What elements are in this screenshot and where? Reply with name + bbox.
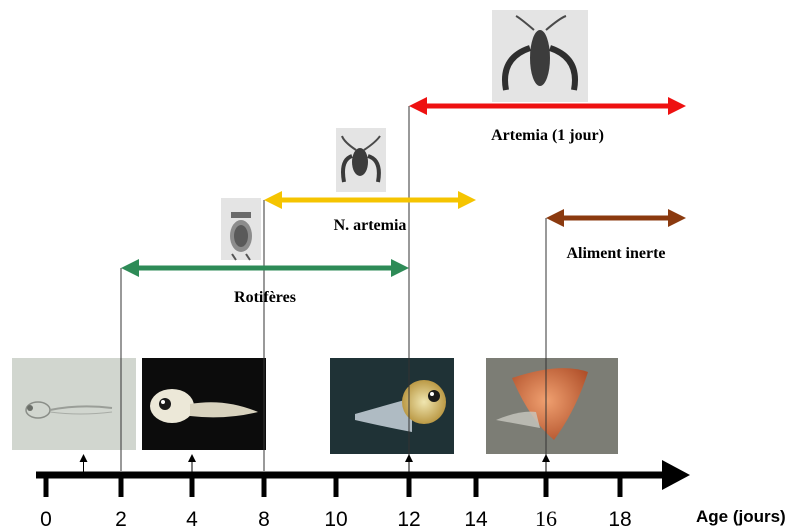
axis-tick-label-16: 16 [535, 506, 557, 531]
feed-arrowhead-end-inerte [668, 209, 686, 227]
axis-arrowhead [662, 460, 690, 490]
pointer-head-larva-photo-day-12 [405, 454, 413, 462]
nauplius-icon [336, 128, 386, 192]
axis-tick-label-4: 4 [186, 508, 198, 531]
larva-photo-day-1 [12, 358, 136, 450]
feed-arrowhead-start-rotiferes [121, 259, 139, 277]
feed-arrowhead-end-nauplii [458, 191, 476, 209]
feed-arrowhead-end-artemia [668, 97, 686, 115]
axis-tick-label-10: 10 [324, 508, 347, 531]
feed-arrow-nauplii: N. artemia [264, 191, 476, 234]
pointer-head-larva-photo-day-1 [80, 454, 88, 462]
feed-arrowhead-end-rotiferes [391, 259, 409, 277]
larva-photo-day-4 [142, 358, 266, 450]
feed-arrowhead-start-inerte [546, 209, 564, 227]
feed-arrows: Rotifères N. artemia Artemia (1 jour) Alime… [121, 97, 686, 306]
pointer-head-larva-photo-day-4 [188, 454, 196, 462]
axis-tick-label-18: 18 [608, 508, 631, 531]
feed-label-nauplii: N. artemia [334, 217, 407, 234]
axis-tick-label-0: 0 [40, 508, 52, 531]
feed-label-artemia: Artemia (1 jour) [491, 127, 604, 144]
rotifer-icon [221, 198, 261, 260]
feed-arrowhead-start-nauplii [264, 191, 282, 209]
feed-arrow-inerte: Aliment inerte [546, 209, 686, 262]
axis-tick-label-12: 12 [397, 508, 420, 531]
artemia-icon [492, 10, 588, 102]
axis-tick-label-14: 14 [464, 508, 488, 531]
photo-pointer-arrows [80, 454, 551, 472]
larva-photo-day-16 [486, 358, 618, 454]
axis-ticks: 0 2 4 8 10 12 14 16 18 [40, 475, 632, 531]
larva-photo-day-12 [330, 358, 454, 454]
axis-tick-label-8: 8 [258, 508, 270, 531]
axis-unit-label: Age (jours) [696, 507, 786, 526]
age-axis: 0 2 4 8 10 12 14 16 18 Age (jours) [36, 460, 786, 531]
feed-arrow-artemia: Artemia (1 jour) [409, 97, 686, 144]
feed-arrow-rotiferes: Rotifères [121, 259, 409, 306]
feed-arrowhead-start-artemia [409, 97, 427, 115]
axis-tick-label-2: 2 [115, 508, 127, 531]
feed-label-inerte: Aliment inerte [566, 245, 665, 262]
pointer-head-larva-photo-day-16 [542, 454, 550, 462]
feed-label-rotiferes: Rotifères [234, 289, 296, 306]
